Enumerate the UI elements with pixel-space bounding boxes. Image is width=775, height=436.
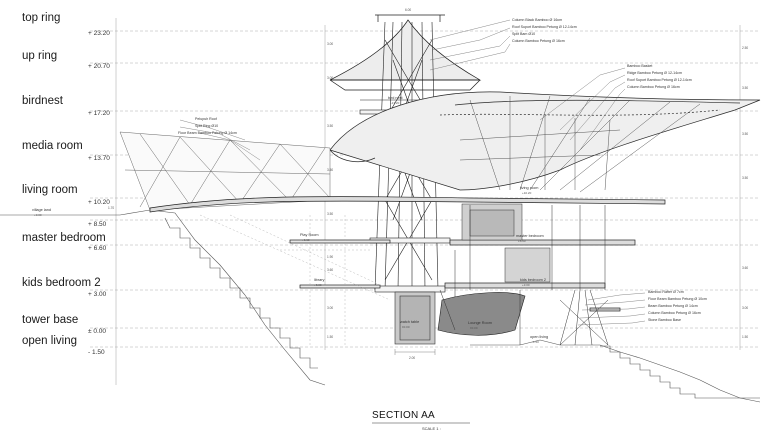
dimension-left-1: 3.00 (327, 42, 334, 46)
level-elevation-top-ring: + 23.20 (88, 30, 110, 37)
room-level-village-land: +0.00 (34, 213, 42, 217)
dimension-left-7: 1.90 (327, 255, 334, 259)
dimension-left-2: 3.00 (327, 76, 334, 80)
note-roof-left-3: Floor Beam Bamboo Petung Ø 14cm (178, 131, 237, 135)
level-name-birdnest: birdnest (22, 95, 63, 107)
level-elevation-media-room: + 13.70 (88, 155, 110, 162)
hidden-structure (199, 214, 391, 345)
room-tag-master-bedroom: master bedroom (516, 234, 544, 238)
note-base-2: Floor Beam Bamboo Petung Ø 10cm (648, 297, 707, 301)
level-name-media-room: media room (22, 140, 83, 152)
room-level-living-room: +10.20 (522, 191, 532, 195)
note-roof-right-2: Ridge Bamboo Petung Ø 12-14cm (627, 71, 682, 75)
note-tower-2: Roof Suport Bamboo Petung Ø 12-14cm (512, 25, 577, 29)
level-elevation-6-60: + 6.60 (88, 245, 107, 252)
ground-profile (0, 209, 761, 403)
room-level-master-bedroom: +6.60 (518, 239, 526, 243)
dimension-right-2: 3.50 (742, 86, 749, 90)
note-tower-3: Split Bam Ø10 (512, 32, 536, 36)
room-level-library: +3.00 (314, 283, 322, 287)
level-elevation-tower-base: ± 0.00 (88, 328, 107, 335)
level-name-up-ring: up ring (22, 50, 58, 62)
room-level-bird-nest: +17.20 (390, 101, 400, 105)
note-base-5: Stone Bamboo Base (648, 318, 681, 322)
level-elevation-open-living: - 1.50 (88, 349, 105, 356)
level-name-top-ring: top ring (22, 12, 61, 24)
dimension-base-width: 2.00 (409, 356, 416, 360)
bottom-dimension (394, 349, 436, 355)
dimension-right-5: 3.60 (742, 266, 749, 270)
note-roof-left-2: Split Ring Ø10 (195, 124, 219, 128)
note-base-4: Column Bamboo Petung Ø 16cm (648, 311, 701, 315)
note-roof-right-3: Roof Suport Bamboo Petung Ø 12-14cm (627, 78, 692, 82)
room-tag-open-living: open living (530, 335, 549, 339)
level-elevation-up-ring: + 20.70 (88, 63, 110, 70)
dimension-left-10: 1.50 (327, 335, 334, 339)
note-tower-4: Column Bamboo Petung Ø 16cm (512, 39, 565, 43)
tower-roof (329, 14, 482, 91)
level-name-tower-base: tower base (22, 314, 79, 326)
note-base-1: Bamboo Rafter Ø 7cm (648, 290, 684, 294)
dimension-left-9: 3.00 (327, 306, 334, 310)
level-name-master-bedroom: master bedroom (22, 232, 106, 244)
note-base-3: Beam Bamboo Petung Ø 14cm (648, 304, 698, 308)
dimension-left-4: 3.50 (327, 168, 334, 172)
dimension-tower-width: 6.00 (405, 8, 412, 12)
floor-slabs (149, 196, 666, 312)
note-roof-left-1: Pelupuh Roof (195, 117, 217, 121)
room-level-open-living: -1.50 (532, 340, 539, 344)
room-tag-living-room: living room (520, 186, 539, 190)
right-rooms (454, 203, 606, 330)
level-name-living-room: living room (22, 184, 78, 196)
level-elevation-birdnest: + 17.20 (88, 110, 110, 117)
note-tower-1: Column Black Bamboo Ø 16cm (512, 18, 563, 22)
note-roof-right-1: Bamboo Basket (627, 64, 653, 68)
right-roof-fan (459, 95, 701, 193)
lounge-shell (437, 292, 526, 336)
room-tag-play-room: Play Room (300, 233, 319, 237)
room-tag-watch-table: watch table (400, 320, 420, 324)
room-tag-library: library (314, 278, 325, 282)
room-tag-lounge-room: Lounge Room (468, 321, 492, 325)
leader-lines (179, 19, 646, 326)
room-level-lounge-room: ±0.00 (470, 326, 478, 330)
dimension-left-8: 3.60 (327, 268, 334, 272)
dimension-right-7: 1.50 (742, 335, 749, 339)
drawing-title: SECTION AA (372, 410, 436, 421)
dimension-left-5: 3.50 (327, 212, 334, 216)
level-elevation-kids-bedroom-2: + 3.00 (88, 291, 107, 298)
room-tag-village-land: village land (32, 208, 51, 212)
room-tag-kids-bedroom-2: kids bedroom 2 (520, 278, 546, 282)
dimension-right-6: 3.00 (742, 306, 749, 310)
tower-stone-base (394, 291, 436, 345)
level-name-open-living: open living (22, 335, 77, 347)
level-elevation-master-bedroom: + 8.50 (88, 221, 107, 228)
dimension-left-6: 1.70 (108, 206, 115, 210)
dimension-right-4: 3.50 (742, 176, 749, 180)
room-level-kids-bedroom-2: +3.00 (522, 283, 530, 287)
room-level-watch-table: ±0.00 (402, 325, 410, 329)
note-roof-right-4: Column Bamboo Petung Ø 16cm (627, 85, 680, 89)
dimension-right-3: 3.50 (742, 132, 749, 136)
dimension-right-1: 2.50 (742, 46, 749, 50)
room-level-play-room: +6.60 (302, 238, 310, 242)
drawing-scale: SCALE 1 : (422, 426, 441, 431)
level-name-kids-bedroom-2: kids bedroom 2 (22, 277, 101, 289)
dimension-left-3: 3.50 (327, 124, 334, 128)
room-tag-bird-nest: bird nest (388, 96, 403, 100)
level-elevation-living-room: + 10.20 (88, 199, 110, 206)
